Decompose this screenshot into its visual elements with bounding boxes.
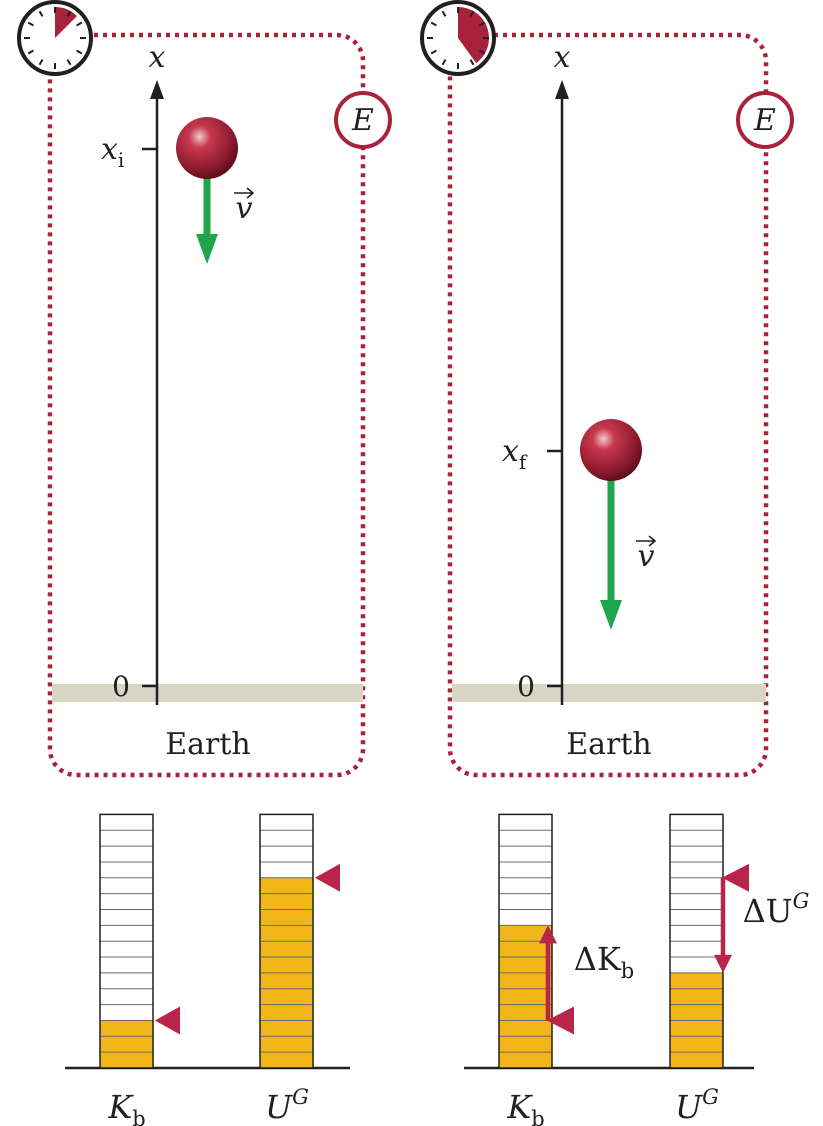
xf-label: xf xyxy=(502,434,528,474)
velocity-label: v xyxy=(234,188,253,226)
system-label: E xyxy=(351,103,374,138)
system-label-circle: E xyxy=(336,93,390,147)
clock-icon xyxy=(422,2,494,74)
origin-label: 0 xyxy=(112,670,130,703)
system-label-circle: E xyxy=(738,93,792,147)
kinetic-energy-label: Kb xyxy=(107,1088,145,1126)
level-marker xyxy=(315,864,340,892)
xi-label: xi xyxy=(101,132,124,172)
x-axis-arrowhead xyxy=(555,80,569,99)
potential-energy-bar xyxy=(260,814,340,1068)
energy-bars-final: ΔKb ΔUG Kb UG xyxy=(464,814,809,1126)
velocity-arrow xyxy=(600,480,622,630)
x-axis-label: x xyxy=(554,40,571,75)
x-axis-arrowhead xyxy=(150,80,164,99)
ball xyxy=(580,419,642,481)
potential-energy-label: UG xyxy=(265,1085,309,1126)
energy-bars-initial: Kb UG xyxy=(65,814,350,1126)
ball xyxy=(176,117,238,179)
origin-label: 0 xyxy=(517,670,535,703)
earth-ground xyxy=(52,684,363,702)
panel-final: E x xf 0 Earth v xyxy=(422,2,792,775)
kinetic-energy-bar xyxy=(100,814,180,1068)
system-label: E xyxy=(753,103,776,138)
delta-kinetic-label: ΔKb xyxy=(574,940,634,983)
delta-potential-label: ΔUG xyxy=(743,889,810,930)
earth-label: Earth xyxy=(566,727,652,762)
panel-initial: E x xi 0 Earth v xyxy=(19,2,390,775)
kinetic-energy-label: Kb xyxy=(506,1088,544,1126)
velocity-arrow xyxy=(196,178,218,264)
delta-origin-marker xyxy=(722,864,749,892)
earth-ground xyxy=(452,684,766,702)
bar-fill xyxy=(499,925,552,1068)
x-axis-label: x xyxy=(149,40,166,75)
clock-icon xyxy=(19,2,91,74)
level-marker xyxy=(155,1006,180,1034)
bar-fill xyxy=(100,1020,153,1068)
delta-arrowhead xyxy=(714,955,732,973)
system-boundary xyxy=(450,35,766,775)
velocity-label: v xyxy=(636,536,655,574)
potential-energy-label: UG xyxy=(675,1085,719,1126)
earth-label: Earth xyxy=(165,727,251,762)
potential-energy-bar xyxy=(670,814,723,1068)
